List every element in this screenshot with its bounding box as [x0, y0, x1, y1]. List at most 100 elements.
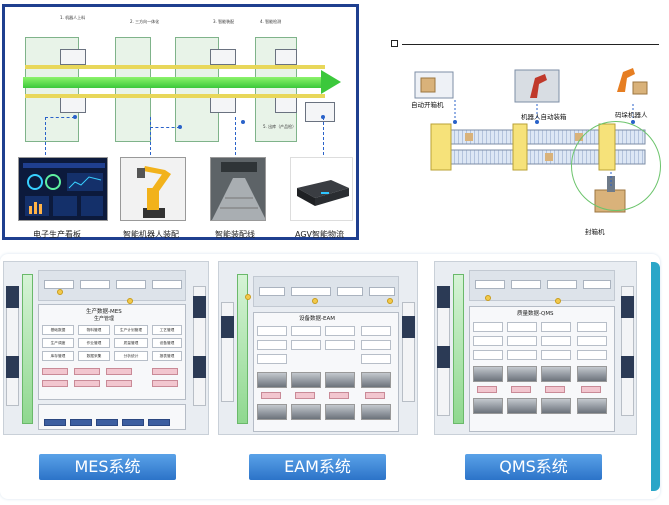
status-cell — [152, 380, 178, 387]
robot-loader-machine — [60, 97, 86, 113]
line-bay — [115, 37, 151, 142]
qms-module — [541, 336, 571, 346]
equipment-photo — [325, 404, 355, 420]
connector-line — [45, 117, 75, 118]
data-flow-column — [453, 274, 464, 424]
status-cell — [261, 392, 281, 399]
link-dot — [245, 294, 251, 300]
mes-module: 数据采集 — [78, 351, 110, 361]
status-cell — [511, 386, 531, 393]
link-dot — [57, 289, 63, 295]
mes-module: 生产调度 — [42, 338, 74, 348]
integration-box — [547, 280, 577, 289]
integration-box — [475, 280, 505, 289]
dashboard-screen-icon — [23, 163, 105, 216]
equipment-photo — [361, 372, 391, 388]
status-cell — [581, 386, 601, 393]
output-machine — [305, 102, 335, 122]
device-cell — [70, 419, 92, 426]
robot-loader-machine — [60, 49, 86, 65]
equipment-photo — [361, 404, 391, 420]
eam-module — [325, 326, 355, 336]
equipment-photo — [577, 398, 607, 414]
accent-bar — [651, 262, 660, 491]
mes-module: 工艺管理 — [152, 325, 182, 335]
section-marker-icon — [391, 40, 398, 47]
qms-module — [541, 322, 571, 332]
status-cell — [329, 392, 349, 399]
packing-station-label: 自动开箱机 — [411, 101, 444, 109]
device-cell — [122, 419, 144, 426]
side-tag — [437, 286, 450, 308]
status-cell — [365, 392, 385, 399]
qms-module — [577, 350, 607, 360]
qms-module — [507, 322, 537, 332]
equipment-photo — [291, 404, 321, 420]
guide-rail — [25, 65, 325, 69]
mes-module: 分析统计 — [114, 351, 148, 361]
link-dot — [387, 298, 393, 304]
qms-module — [473, 336, 503, 346]
side-tag — [221, 316, 234, 338]
connector-dot — [241, 120, 245, 124]
eam-system-button[interactable]: EAM系统 — [249, 454, 386, 480]
equipment-photo — [541, 398, 571, 414]
mes-module: 基础数据 — [42, 325, 74, 335]
qms-module — [577, 336, 607, 346]
connector-line — [150, 117, 151, 155]
equipment-photo — [325, 372, 355, 388]
eam-module — [361, 340, 391, 350]
equipment-photo — [507, 366, 537, 382]
qms-module — [473, 322, 503, 332]
integration-box — [80, 280, 110, 289]
mes-module: 质量管理 — [114, 338, 148, 348]
qms-system-button[interactable]: QMS系统 — [465, 454, 602, 480]
device-cell — [44, 419, 66, 426]
thumbnail-caption: 电子生产看板 — [33, 230, 81, 239]
assembly-line-icon — [212, 162, 265, 220]
inspection-machine — [275, 97, 297, 113]
guide-rail — [25, 94, 325, 98]
assembly-machine — [210, 49, 236, 65]
eam-module — [291, 326, 321, 336]
mes-module: 设备管理 — [152, 338, 182, 348]
station-label: 2. 三方向一体化 — [130, 19, 160, 24]
equipment-photo — [577, 366, 607, 382]
mes-architecture: 生产数据-MES 生产管理 基础数据 物料管理 生产计划管理 工艺管理 生产调度… — [3, 261, 209, 435]
assembly-line-image — [210, 157, 266, 221]
integration-box — [259, 287, 285, 296]
panel-title: 设备数据-EAM — [299, 316, 335, 322]
connector-line — [45, 117, 46, 155]
production-dashboard-image — [18, 157, 108, 221]
equipment-photo — [257, 372, 287, 388]
flow-arrow-head-icon — [321, 70, 341, 94]
qms-module — [507, 336, 537, 346]
panel-title: 质量数据-QMS — [517, 311, 554, 317]
thumbnail-caption: AGV智能物流 — [295, 230, 345, 239]
thumbnail-caption: 智能装配线 — [215, 230, 255, 239]
integration-box — [369, 287, 395, 296]
equipment-photo — [257, 404, 287, 420]
connector-dot — [321, 115, 325, 119]
qms-module — [473, 350, 503, 360]
side-tag — [6, 286, 19, 308]
eam-architecture: 设备数据-EAM — [218, 261, 418, 435]
industrial-robot-arm-icon — [137, 166, 171, 218]
status-cell — [74, 380, 100, 387]
section-divider — [402, 44, 659, 45]
mes-module: 报表管理 — [152, 351, 182, 361]
qms-module — [577, 322, 607, 332]
data-flow-column — [237, 274, 248, 424]
integration-box — [583, 280, 611, 289]
station-label: 3. 智能装配 — [213, 19, 235, 24]
flow-arrow-body — [23, 77, 323, 88]
panel-title: 生产数据-MES — [86, 309, 122, 315]
mes-system-button[interactable]: MES系统 — [39, 454, 176, 480]
mes-base-box — [38, 404, 186, 430]
status-cell — [545, 386, 565, 393]
side-tag — [402, 316, 415, 338]
qms-module — [541, 350, 571, 360]
connector-line — [235, 117, 236, 155]
packing-station-label: 封箱机 — [585, 228, 605, 236]
link-dot — [485, 295, 491, 301]
